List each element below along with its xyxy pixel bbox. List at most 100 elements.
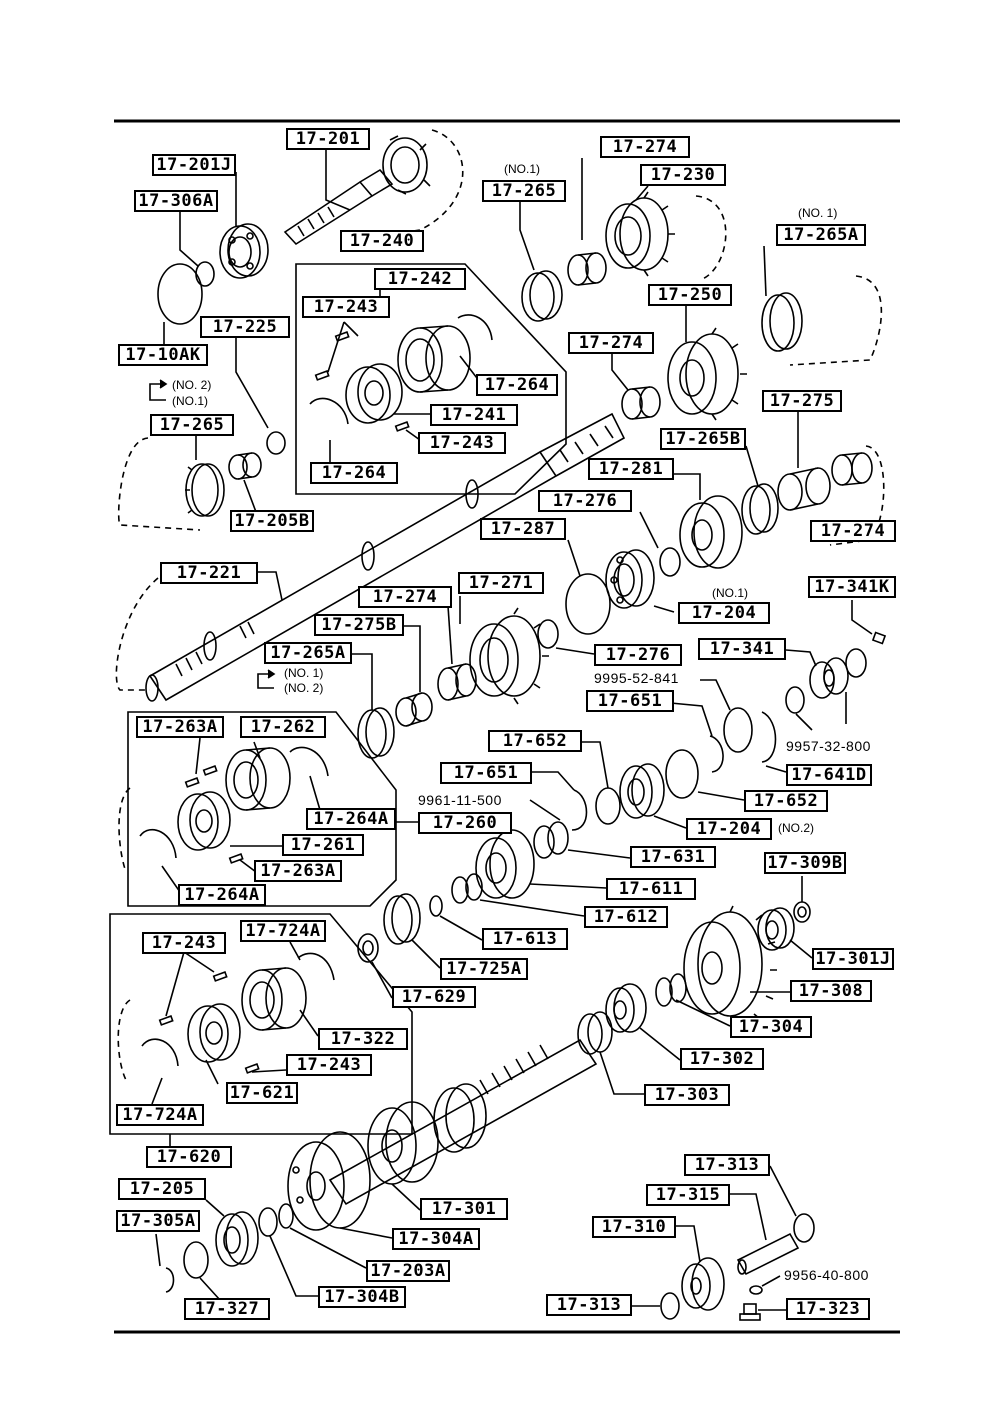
callout-17-281[interactable]: 17-281 xyxy=(588,458,674,480)
bearing-17-301J xyxy=(757,907,795,951)
callout-17-204-b[interactable]: 17-204 xyxy=(686,818,772,840)
callout-17-304[interactable]: 17-304 xyxy=(730,1016,812,1038)
callout-17-287[interactable]: 17-287 xyxy=(480,518,566,540)
callout-17-275[interactable]: 17-275 xyxy=(762,390,842,412)
ring-17-341-a xyxy=(845,648,867,678)
callout-17-613[interactable]: 17-613 xyxy=(482,928,568,950)
callout-17-301J[interactable]: 17-301J xyxy=(812,948,894,970)
callout-17-221[interactable]: 17-221 xyxy=(160,562,258,584)
part-number-9995-52-841[interactable]: 9995-52-841 xyxy=(594,670,679,686)
callout-17-309B[interactable]: 17-309B xyxy=(764,852,846,874)
callout-17-304B[interactable]: 17-304B xyxy=(318,1286,406,1308)
callout-17-250[interactable]: 17-250 xyxy=(648,284,732,306)
callout-17-302[interactable]: 17-302 xyxy=(680,1048,764,1070)
callout-17-204-a[interactable]: 17-204 xyxy=(678,602,770,624)
callout-17-240[interactable]: 17-240 xyxy=(340,230,424,252)
needle-bearing-17-274-top xyxy=(567,252,607,286)
callout-17-201[interactable]: 17-201 xyxy=(286,128,370,150)
callout-17-275B[interactable]: 17-275B xyxy=(314,614,404,636)
callout-17-10AK[interactable]: 17-10AK xyxy=(118,344,208,366)
note-no1-b: (NO. 1) xyxy=(798,206,838,220)
callout-17-651-a[interactable]: 17-651 xyxy=(586,690,674,712)
callout-17-313-b[interactable]: 17-313 xyxy=(546,1294,632,1316)
callout-17-327[interactable]: 17-327 xyxy=(184,1298,270,1320)
callout-17-631[interactable]: 17-631 xyxy=(630,846,716,868)
gear-17-230 xyxy=(605,191,675,277)
callout-17-304A[interactable]: 17-304A xyxy=(392,1228,480,1250)
callout-17-313-a[interactable]: 17-313 xyxy=(684,1154,770,1176)
part-number-9957-32-800[interactable]: 9957-32-800 xyxy=(786,738,871,754)
callout-17-724A-b[interactable]: 17-724A xyxy=(116,1104,204,1126)
collar-17-304 xyxy=(655,973,687,1007)
note-no1-a: (NO.1) xyxy=(504,162,540,176)
callout-17-263A-b[interactable]: 17-263A xyxy=(254,860,342,882)
callout-17-652-a[interactable]: 17-652 xyxy=(488,730,582,752)
callout-17-203A[interactable]: 17-203A xyxy=(366,1260,450,1282)
callout-17-242[interactable]: 17-242 xyxy=(374,268,466,290)
callout-17-641D[interactable]: 17-641D xyxy=(786,764,872,786)
callout-17-274-right[interactable]: 17-274 xyxy=(810,520,896,542)
ring-17-341-b xyxy=(785,686,805,714)
callout-17-261[interactable]: 17-261 xyxy=(282,834,364,856)
needle-bearing-17-274-mid xyxy=(621,386,661,420)
washer-17-276-b xyxy=(537,619,559,649)
callout-17-323[interactable]: 17-323 xyxy=(786,1298,870,1320)
callout-17-651-b[interactable]: 17-651 xyxy=(440,762,532,784)
callout-17-243-b[interactable]: 17-243 xyxy=(418,432,506,454)
callout-17-276-b[interactable]: 17-276 xyxy=(594,644,682,666)
callout-17-230[interactable]: 17-230 xyxy=(640,164,726,186)
callout-17-264-b[interactable]: 17-264 xyxy=(310,462,398,484)
callout-17-322[interactable]: 17-322 xyxy=(318,1028,408,1050)
callout-17-205B[interactable]: 17-205B xyxy=(230,510,314,532)
callout-17-265A-top[interactable]: 17-265A xyxy=(776,224,866,246)
callout-17-263A[interactable]: 17-263A xyxy=(136,716,224,738)
callout-17-243-d[interactable]: 17-243 xyxy=(286,1054,372,1076)
callout-17-341K[interactable]: 17-341K xyxy=(808,576,896,598)
part-number-9956-40-800[interactable]: 9956-40-800 xyxy=(784,1267,869,1283)
callout-17-308[interactable]: 17-308 xyxy=(790,980,872,1002)
callout-17-724A-a[interactable]: 17-724A xyxy=(240,920,326,942)
callout-17-262[interactable]: 17-262 xyxy=(240,716,326,738)
snap-ring-17-613 xyxy=(429,895,443,917)
ring-17-287 xyxy=(565,573,611,635)
callout-17-341[interactable]: 17-341 xyxy=(698,638,786,660)
callout-17-276-a[interactable]: 17-276 xyxy=(538,490,632,512)
part-number-9961-11-500[interactable]: 9961-11-500 xyxy=(418,792,502,808)
callout-17-243-a[interactable]: 17-243 xyxy=(302,296,390,318)
callout-17-306A[interactable]: 17-306A xyxy=(134,190,218,212)
callout-17-301[interactable]: 17-301 xyxy=(420,1198,508,1220)
callout-17-274-mid[interactable]: 17-274 xyxy=(568,332,654,354)
callout-17-264A-b[interactable]: 17-264A xyxy=(178,884,266,906)
callout-17-205[interactable]: 17-205 xyxy=(118,1178,206,1200)
callout-17-620[interactable]: 17-620 xyxy=(146,1146,232,1168)
callout-17-260[interactable]: 17-260 xyxy=(418,812,512,834)
callout-17-310[interactable]: 17-310 xyxy=(592,1216,676,1238)
callout-17-225[interactable]: 17-225 xyxy=(200,316,290,338)
callout-17-612[interactable]: 17-612 xyxy=(584,906,668,928)
callout-17-265A-mid[interactable]: 17-265A xyxy=(264,642,352,664)
callout-17-201J[interactable]: 17-201J xyxy=(152,154,236,176)
callout-17-725A[interactable]: 17-725A xyxy=(440,958,528,980)
callout-17-621[interactable]: 17-621 xyxy=(226,1082,298,1104)
callout-17-274-top[interactable]: 17-274 xyxy=(600,136,690,158)
callout-17-611[interactable]: 17-611 xyxy=(606,878,696,900)
callout-17-652-b[interactable]: 17-652 xyxy=(744,790,828,812)
shift-part-17-341 xyxy=(809,657,849,699)
callout-17-243-c[interactable]: 17-243 xyxy=(142,932,226,954)
callout-17-265-top[interactable]: 17-265 xyxy=(482,180,566,202)
callout-17-315[interactable]: 17-315 xyxy=(646,1184,730,1206)
gear-17-271 xyxy=(469,607,549,705)
callout-17-305A[interactable]: 17-305A xyxy=(116,1210,200,1232)
callout-17-265-left[interactable]: 17-265 xyxy=(150,414,234,436)
callout-17-303[interactable]: 17-303 xyxy=(644,1084,730,1106)
box-17-240 xyxy=(295,263,567,495)
callout-17-241-label[interactable]: 17-241 xyxy=(430,404,518,426)
callout-17-264-a[interactable]: 17-264 xyxy=(476,374,558,396)
callout-17-265B[interactable]: 17-265B xyxy=(660,428,746,450)
callout-17-629[interactable]: 17-629 xyxy=(392,986,476,1008)
callout-17-274-low[interactable]: 17-274 xyxy=(358,586,452,608)
snap-ring-17-641D xyxy=(761,711,777,763)
callout-17-264A-a[interactable]: 17-264A xyxy=(306,808,396,830)
shim-9995-52-841 xyxy=(723,707,753,753)
callout-17-271[interactable]: 17-271 xyxy=(458,572,544,594)
